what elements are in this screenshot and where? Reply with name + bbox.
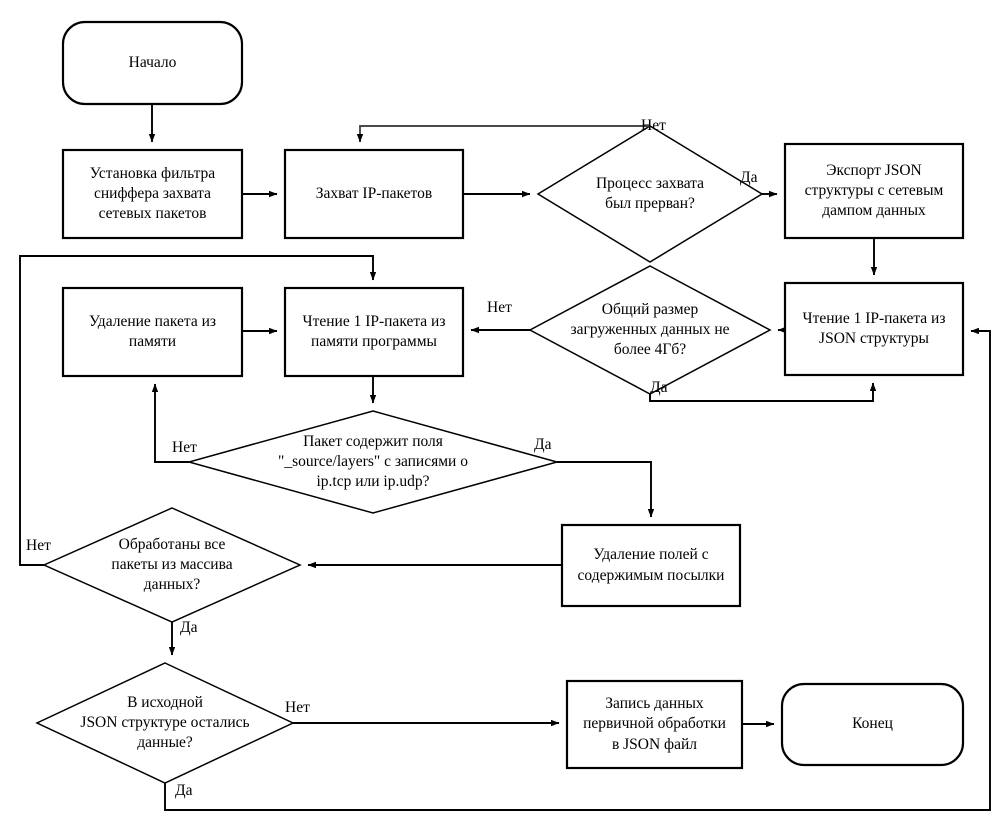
node-end[interactable] [782, 684, 963, 765]
shape-read-json [783, 281, 965, 377]
edge-label-capture-stopped-yes: Да [740, 169, 758, 186]
node-has-layers[interactable] [189, 411, 557, 513]
edge-size-check-yes-route [649, 382, 877, 402]
shape-capture-stopped [536, 125, 764, 263]
shape-set-filter [61, 148, 244, 240]
node-capture-stopped[interactable] [538, 126, 762, 262]
node-size-check[interactable] [530, 266, 770, 394]
node-delete-packet[interactable] [63, 288, 242, 376]
edge-label-all-processed-yes: Да [180, 619, 198, 636]
edge-has-layers-yes [557, 461, 655, 518]
node-read-mem[interactable] [285, 288, 463, 376]
shape-read-mem [283, 286, 465, 378]
edge-label-json-remaining-yes: Да [175, 782, 193, 799]
edge-has-layers-no-route [151, 383, 189, 463]
edge-label-size-check-yes: Да [650, 379, 668, 396]
edge-json-remaining-yes-route [164, 327, 991, 811]
edge-label-has-layers-yes: Да [534, 436, 552, 453]
shape-capture [283, 148, 465, 240]
node-set-filter[interactable] [63, 150, 242, 238]
node-read-json[interactable] [785, 283, 963, 375]
shape-delete-packet [61, 286, 244, 378]
edge-label-json-remaining-no: Нет [285, 699, 310, 716]
edge-label-size-check-no: Нет [487, 299, 512, 316]
shape-write-json [565, 679, 744, 770]
node-export-json[interactable] [785, 144, 963, 238]
node-start[interactable] [63, 22, 242, 104]
shape-end [780, 682, 965, 767]
edge-capture-stopped-no-final [356, 125, 650, 143]
shape-strip-payload [560, 523, 742, 608]
node-write-json[interactable] [567, 681, 742, 768]
edge-all-processed-no-route [19, 255, 377, 566]
node-all-processed[interactable] [44, 508, 300, 622]
shape-export-json [783, 142, 965, 240]
edge-label-all-processed-no: Нет [26, 537, 51, 554]
edge-label-has-layers-no: Нет [172, 439, 197, 456]
node-strip-payload[interactable] [562, 525, 740, 606]
edge-label-capture-stopped-no: Нет [641, 117, 666, 134]
node-capture[interactable] [285, 150, 463, 238]
node-json-remaining[interactable] [37, 663, 293, 783]
shape-has-layers [186, 410, 560, 514]
